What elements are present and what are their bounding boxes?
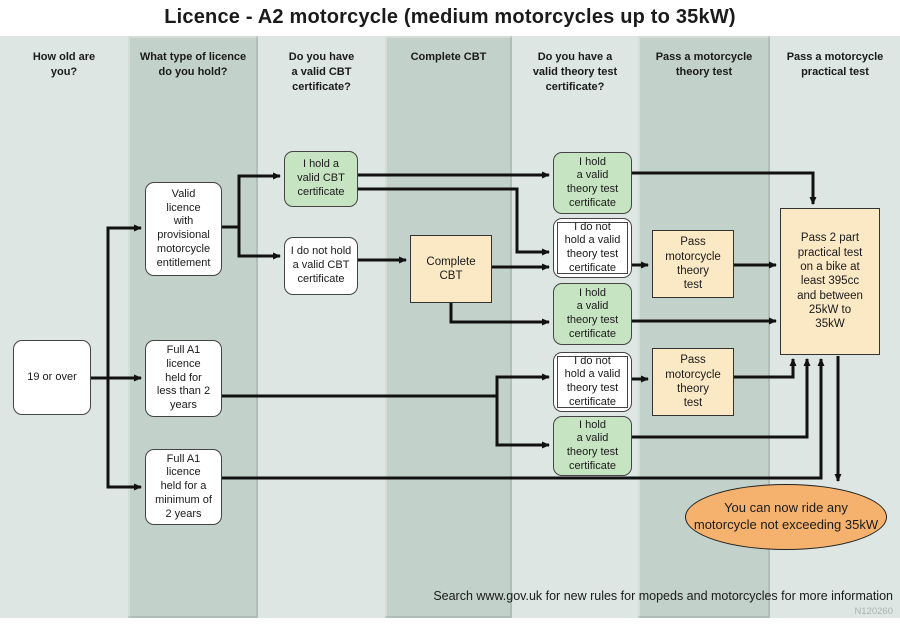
node-pass-theory-2: Pass motorcycle theory test xyxy=(652,348,734,416)
node-provisional-licence-label: Valid licence with provisional motorcycl… xyxy=(156,187,211,269)
node-age-label: 19 or over xyxy=(27,370,77,383)
node-not-hold-theory-2: I do not hold a valid theory test certif… xyxy=(553,352,632,412)
node-provisional-licence: Valid licence with provisional motorcycl… xyxy=(145,182,222,276)
node-practical-test-label: Pass 2 part practical test on a bike at … xyxy=(797,232,863,331)
column-header-theory-certificate: Do you have a valid theory test certific… xyxy=(532,51,618,93)
node-hold-theory-3: I hold a valid theory test certificate xyxy=(553,416,632,476)
column-band-age: How old are you? xyxy=(0,36,128,618)
column-header-age: How old are you? xyxy=(32,51,96,78)
column-header-practical-test: Pass a motorcycle practical test xyxy=(786,51,884,78)
node-hold-cbt-label: I hold a valid CBT certificate xyxy=(297,158,345,198)
node-hold-theory-3-label: I hold a valid theory test certificate xyxy=(566,418,619,472)
column-band-licence-type: What type of licence do you hold? xyxy=(128,36,258,618)
column-header-complete-cbt: Complete CBT xyxy=(410,51,487,63)
node-complete-cbt-label: Complete CBT xyxy=(426,255,476,282)
node-not-hold-theory-1: I do not hold a valid theory test certif… xyxy=(553,218,632,278)
node-pass-theory-1-label: Pass motorcycle theory test xyxy=(665,236,721,292)
node-full-a1-min-2-years: Full A1 licence held for a minimum of 2 … xyxy=(145,449,222,525)
column-band-complete-cbt: Complete CBT xyxy=(385,36,512,618)
page-title: Licence - A2 motorcycle (medium motorcyc… xyxy=(164,6,736,28)
column-header-licence-type: What type of licence do you hold? xyxy=(139,51,247,78)
footer-reference-number: N120260 xyxy=(854,606,893,617)
node-complete-cbt: Complete CBT xyxy=(410,235,492,303)
node-not-hold-cbt-label: I do not hold a valid CBT certificate xyxy=(290,245,352,285)
node-outcome-label: You can now ride any motorcycle not exce… xyxy=(693,500,879,532)
node-not-hold-theory-2-label: I do not hold a valid theory test certif… xyxy=(557,355,628,408)
node-pass-theory-1: Pass motorcycle theory test xyxy=(652,230,734,298)
node-full-a1-less-2-years-label: Full A1 licence held for less than 2 yea… xyxy=(156,344,211,412)
node-age: 19 or over xyxy=(13,340,91,415)
node-not-hold-theory-1-label: I do not hold a valid theory test certif… xyxy=(557,221,628,274)
node-hold-cbt: I hold a valid CBT certificate xyxy=(284,151,358,207)
node-pass-theory-2-label: Pass motorcycle theory test xyxy=(665,354,721,410)
node-hold-theory-2-label: I hold a valid theory test certificate xyxy=(566,286,619,340)
node-hold-theory-1: I hold a valid theory test certificate xyxy=(553,152,632,214)
node-full-a1-min-2-years-label: Full A1 licence held for a minimum of 2 … xyxy=(155,452,212,520)
node-not-hold-cbt: I do not hold a valid CBT certificate xyxy=(284,237,358,295)
node-full-a1-less-2-years: Full A1 licence held for less than 2 yea… xyxy=(145,340,222,417)
node-outcome: You can now ride any motorcycle not exce… xyxy=(685,484,887,550)
footer-search-note: Search www.gov.uk for new rules for mope… xyxy=(433,589,893,603)
column-header-cbt-certificate: Do you have a valid CBT certificate? xyxy=(288,51,355,93)
node-hold-theory-1-label: I hold a valid theory test certificate xyxy=(566,155,619,209)
column-header-theory-test: Pass a motorcycle theory test xyxy=(655,51,753,78)
column-band-cbt-certificate: Do you have a valid CBT certificate? xyxy=(258,36,385,618)
node-hold-theory-2: I hold a valid theory test certificate xyxy=(553,283,632,345)
node-practical-test: Pass 2 part practical test on a bike at … xyxy=(780,208,880,355)
